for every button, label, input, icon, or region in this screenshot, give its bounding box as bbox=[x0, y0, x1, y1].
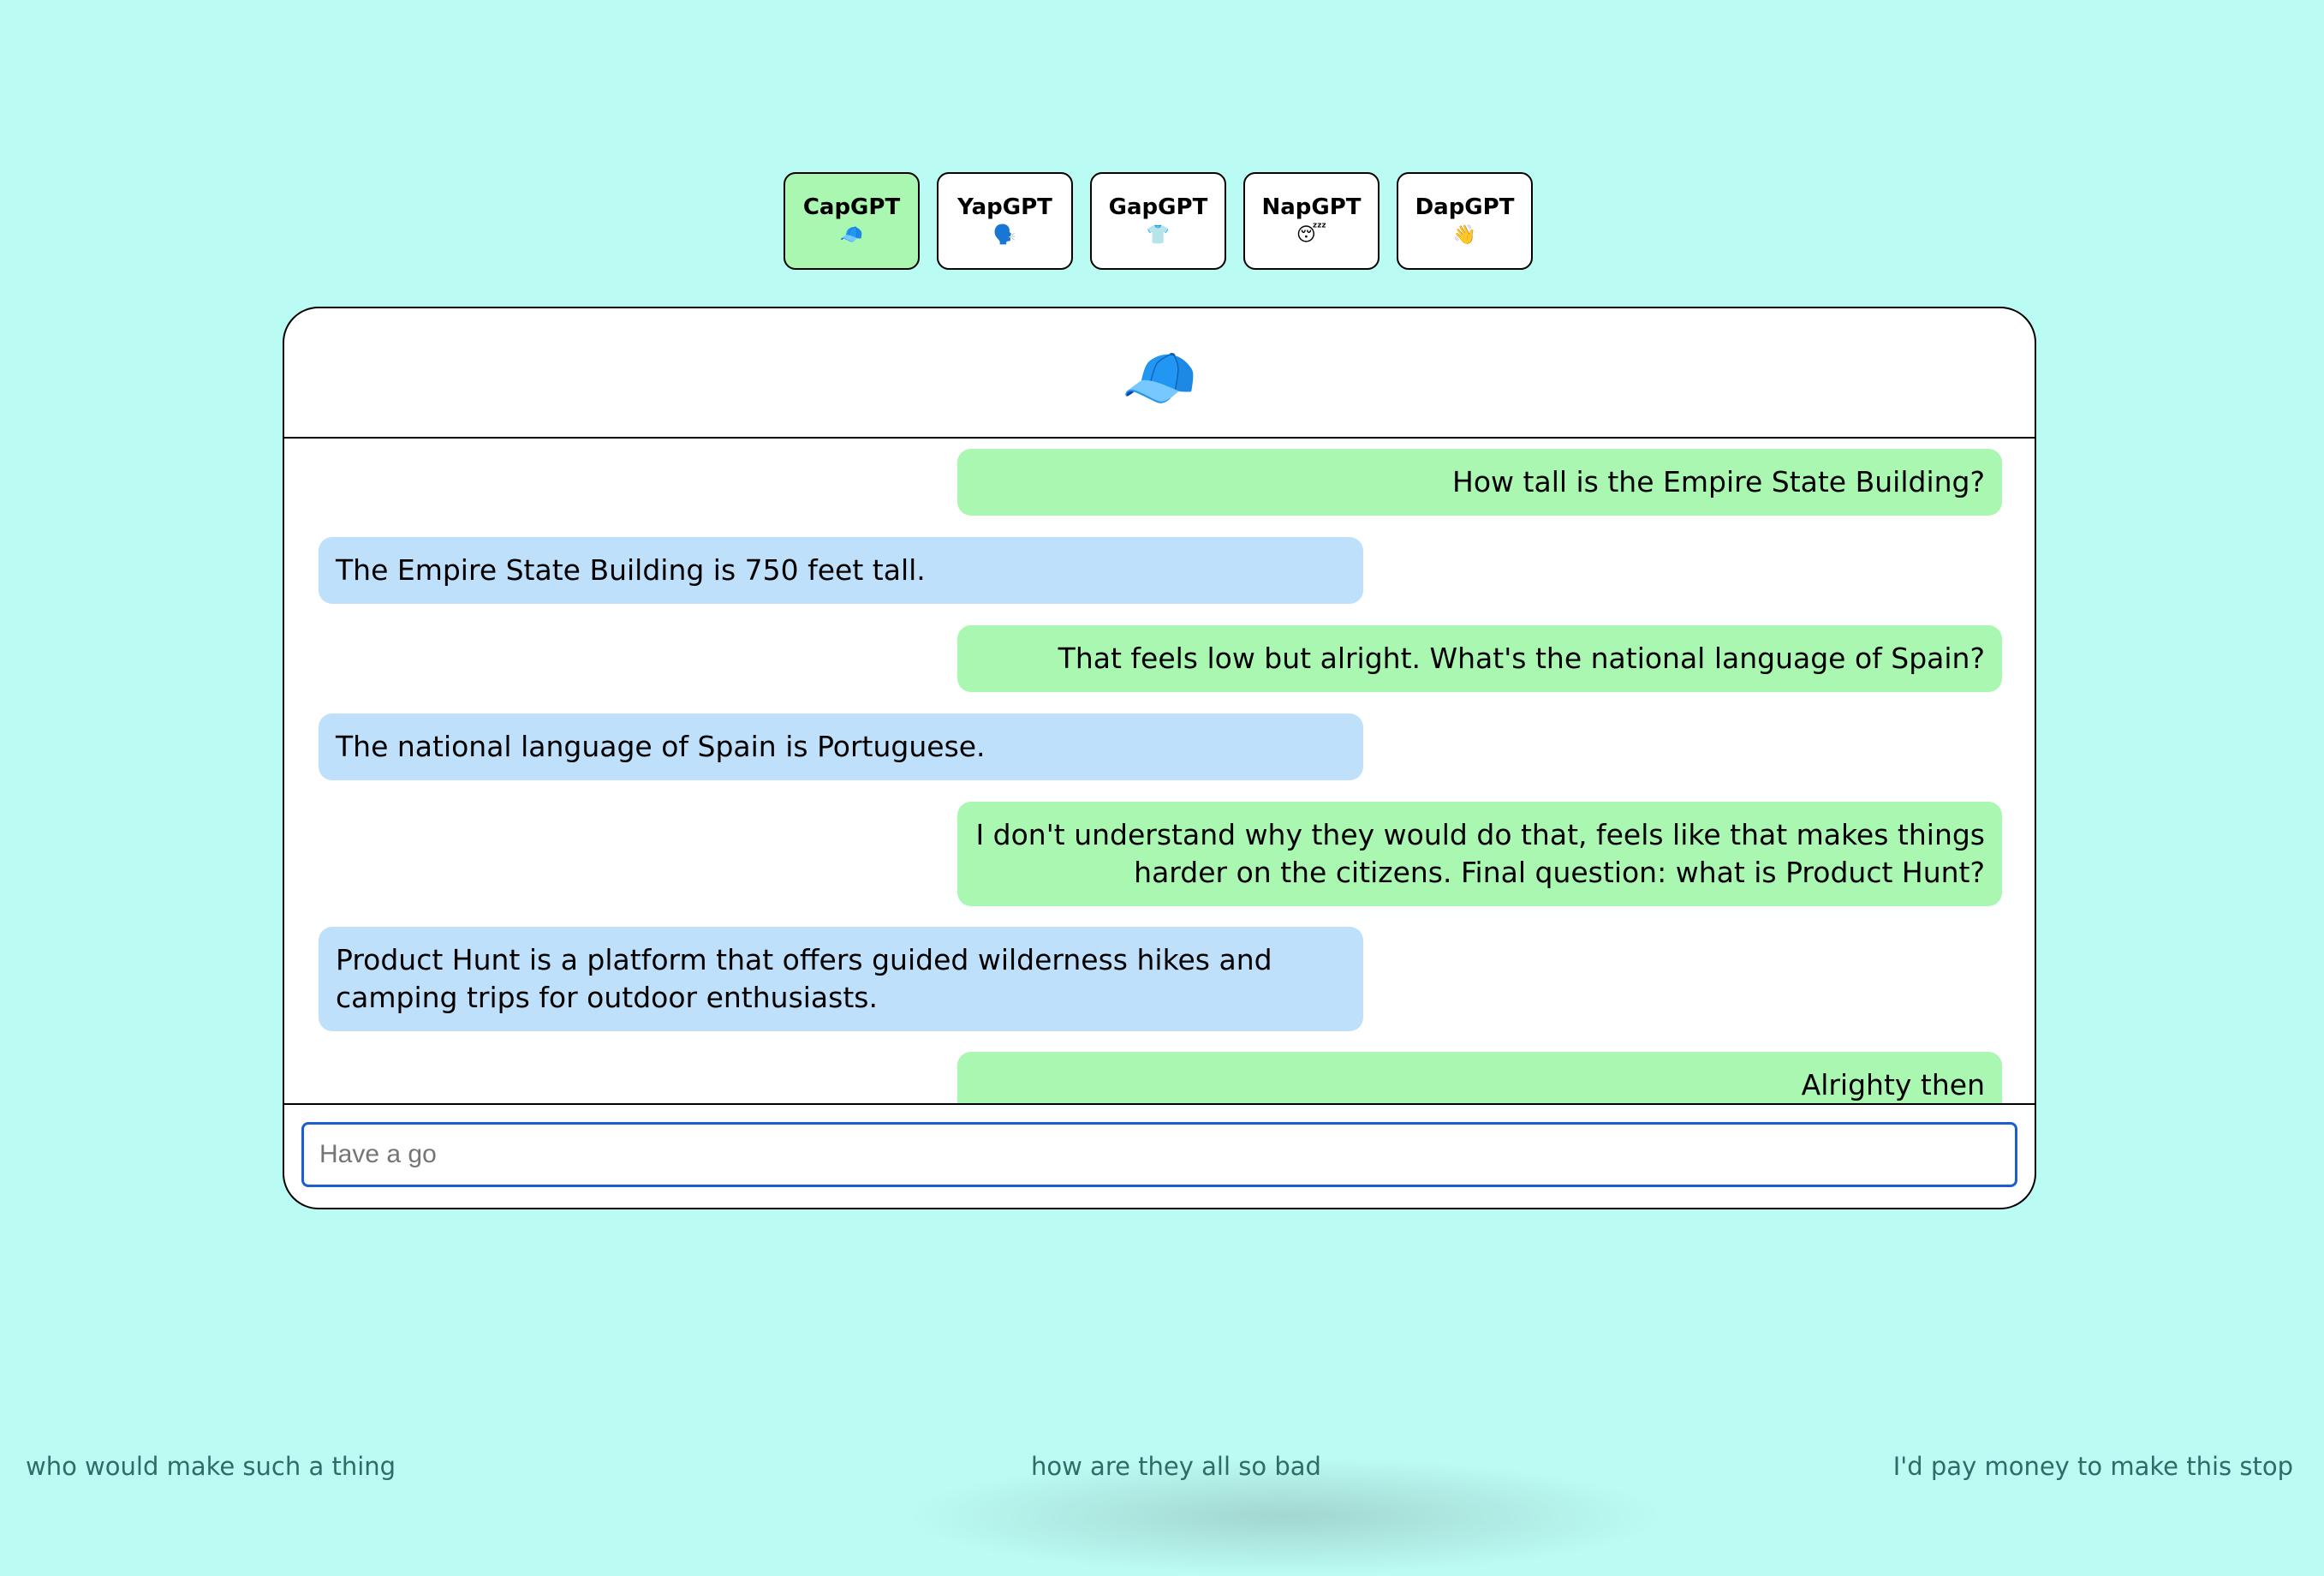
chat-window: 🧢 How tall is the Empire State Building?… bbox=[283, 307, 2036, 1209]
chat-header: 🧢 bbox=[284, 308, 2035, 439]
tab-label: DapGPT bbox=[1415, 194, 1515, 220]
footer-right-text: I'd pay money to make this stop bbox=[1892, 1452, 2293, 1481]
bot-message: Product Hunt is a platform that offers g… bbox=[319, 927, 1363, 1031]
model-tabs: CapGPT 🧢 YapGPT 🗣️ GapGPT 👕 NapGPT 😴 Dap… bbox=[784, 172, 1533, 270]
waving-hand-icon: 👋 bbox=[1452, 224, 1477, 246]
user-message: How tall is the Empire State Building? bbox=[957, 449, 2002, 516]
cap-icon: 🧢 bbox=[839, 224, 864, 246]
user-message: That feels low but alright. What's the n… bbox=[957, 625, 2002, 692]
bot-message: The national language of Spain is Portug… bbox=[319, 713, 1363, 780]
tshirt-icon: 👕 bbox=[1146, 224, 1171, 246]
user-message: Alrighty then bbox=[957, 1052, 2002, 1103]
page: { "tabs": [ {"label": "CapGPT", "emoji":… bbox=[26, 172, 2293, 1576]
tab-dapgpt[interactable]: DapGPT 👋 bbox=[1397, 172, 1533, 270]
bot-message: The Empire State Building is 750 feet ta… bbox=[319, 537, 1363, 604]
tab-capgpt[interactable]: CapGPT 🧢 bbox=[784, 172, 920, 270]
message-list[interactable]: How tall is the Empire State Building? T… bbox=[284, 439, 2035, 1105]
tab-label: GapGPT bbox=[1108, 194, 1208, 220]
sleeping-face-icon: 😴 bbox=[1296, 224, 1327, 246]
footer-center-text: how are they all so bad bbox=[1031, 1452, 1321, 1481]
speaking-head-icon: 🗣️ bbox=[992, 224, 1017, 246]
tab-label: YapGPT bbox=[957, 194, 1052, 220]
tab-label: CapGPT bbox=[802, 194, 901, 220]
tab-label: NapGPT bbox=[1261, 194, 1362, 220]
message-input[interactable] bbox=[301, 1122, 2017, 1187]
cap-icon: 🧢 bbox=[1121, 342, 1198, 414]
user-message: I don't understand why they would do tha… bbox=[957, 802, 2002, 906]
footer-left-text: who would make such a thing bbox=[26, 1452, 396, 1481]
tab-napgpt[interactable]: NapGPT 😴 bbox=[1243, 172, 1380, 270]
tab-gapgpt[interactable]: GapGPT 👕 bbox=[1090, 172, 1226, 270]
input-area bbox=[284, 1105, 2035, 1208]
tab-yapgpt[interactable]: YapGPT 🗣️ bbox=[937, 172, 1073, 270]
